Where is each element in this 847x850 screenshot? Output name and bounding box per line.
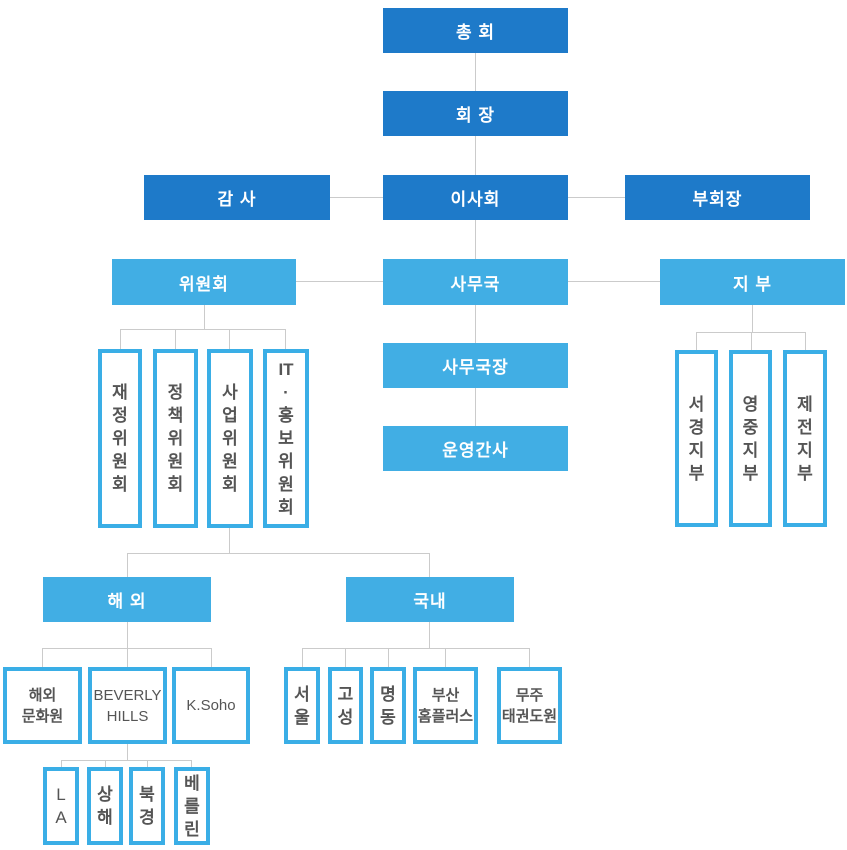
node-overseas: 해 외 (43, 577, 211, 622)
node-k-soho: K.Soho (172, 667, 250, 744)
connector-line (127, 622, 128, 648)
connector-line (61, 760, 192, 761)
node-jejeon-branch: 제 전 지 부 (783, 350, 827, 527)
connector-line (211, 648, 212, 667)
connector-line (127, 553, 430, 554)
connector-line (191, 760, 192, 767)
connector-line (147, 760, 148, 767)
connector-line (229, 329, 230, 349)
node-auditor: 감 사 (144, 175, 330, 220)
connector-line (429, 553, 430, 577)
connector-line (696, 332, 806, 333)
connector-line (42, 648, 43, 667)
connector-line (61, 760, 62, 767)
connector-line (296, 281, 383, 282)
connector-line (120, 329, 286, 330)
node-seoul: 서 울 (284, 667, 320, 744)
connector-line (388, 648, 389, 667)
connector-line (302, 648, 530, 649)
node-beijing: 북 경 (129, 767, 165, 845)
node-seogyeong-branch: 서 경 지 부 (675, 350, 718, 527)
connector-line (42, 648, 212, 649)
connector-line (127, 744, 128, 760)
connector-line (120, 329, 121, 349)
connector-line (529, 648, 530, 667)
connector-line (105, 760, 106, 767)
connector-line (751, 332, 752, 350)
node-shanghai: 상 해 (87, 767, 123, 845)
connector-line (330, 197, 383, 198)
node-operations-manager: 운영간사 (383, 426, 568, 471)
node-business-committee: 사 업 위 원 회 (207, 349, 253, 528)
connector-line (805, 332, 806, 350)
node-berlin: 베 를 린 (174, 767, 210, 845)
connector-line (204, 305, 205, 329)
connector-line (752, 305, 753, 332)
connector-line (475, 136, 476, 175)
node-it-pr-committee: IT · 홍 보 위 원 회 (263, 349, 309, 528)
node-busan-homeplus: 부산 홈플러스 (413, 667, 478, 744)
connector-line (229, 528, 230, 553)
node-muju-taekwondowon: 무주 태권도원 (497, 667, 562, 744)
node-myeongdong: 명 동 (370, 667, 406, 744)
node-general-assembly: 총 회 (383, 8, 568, 53)
node-vice-president: 부회장 (625, 175, 810, 220)
node-finance-committee: 재 정 위 원 회 (98, 349, 142, 528)
connector-line (475, 53, 476, 91)
connector-line (475, 220, 476, 259)
connector-line (302, 648, 303, 667)
node-beverly-hills: BEVERLY HILLS (88, 667, 167, 744)
node-la: L A (43, 767, 79, 845)
node-president: 회 장 (383, 91, 568, 136)
node-overseas-cultural-center: 해외 문화원 (3, 667, 82, 744)
connector-line (475, 388, 476, 426)
connector-line (127, 553, 128, 577)
connector-line (568, 197, 625, 198)
node-committee: 위원회 (112, 259, 296, 305)
node-board: 이사회 (383, 175, 568, 220)
node-policy-committee: 정 책 위 원 회 (153, 349, 198, 528)
node-domestic: 국내 (346, 577, 514, 622)
node-yeongjung-branch: 영 중 지 부 (729, 350, 772, 527)
connector-line (696, 332, 697, 350)
connector-line (175, 329, 176, 349)
connector-line (445, 648, 446, 667)
connector-line (285, 329, 286, 349)
node-branch: 지 부 (660, 259, 845, 305)
node-secretariat: 사무국 (383, 259, 568, 305)
connector-line (475, 305, 476, 343)
connector-line (127, 648, 128, 667)
connector-line (345, 648, 346, 667)
connector-line (568, 281, 660, 282)
node-goseong: 고 성 (328, 667, 363, 744)
node-secretary-general: 사무국장 (383, 343, 568, 388)
connector-line (429, 622, 430, 648)
